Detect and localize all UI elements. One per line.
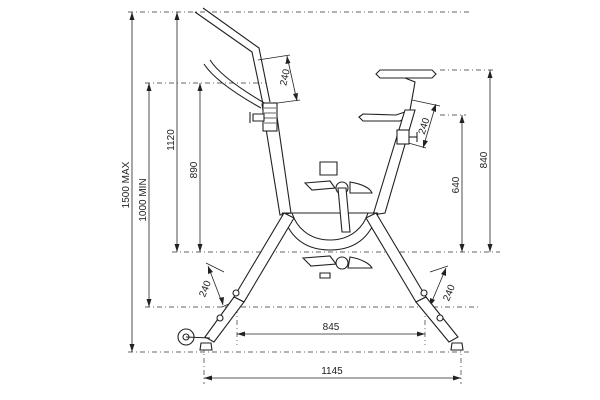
dim-rear-leg-adjust: 240	[441, 283, 458, 303]
oblique-dimension-lines	[205, 54, 449, 309]
dim-saddle-height-low: 640	[451, 176, 462, 193]
horizontal-dimension-lines	[204, 331, 461, 381]
dim-overall-height-min: 1000 MIN	[138, 178, 149, 221]
dim-saddle-adjust: 240	[417, 116, 433, 136]
dim-overall-base-width: 1145	[321, 366, 343, 377]
right-dimension-lines	[459, 70, 493, 252]
bike-frame	[177, 7, 464, 351]
dim-front-leg-adjust: 240	[197, 279, 214, 299]
dim-saddle-height-high: 840	[479, 151, 490, 168]
dim-overall-height-max: 1500 MAX	[121, 161, 132, 208]
dim-handlebar-low-height: 890	[189, 161, 200, 178]
left-dimension-lines	[129, 12, 203, 352]
dim-inner-base-width: 845	[323, 322, 340, 333]
dim-handlebar-height: 1120	[166, 129, 177, 151]
dimension-labels: 1500 MAX 1000 MIN 1120 890 840 640 240 2…	[121, 68, 490, 377]
dim-handlebar-adjust: 240	[278, 68, 292, 87]
